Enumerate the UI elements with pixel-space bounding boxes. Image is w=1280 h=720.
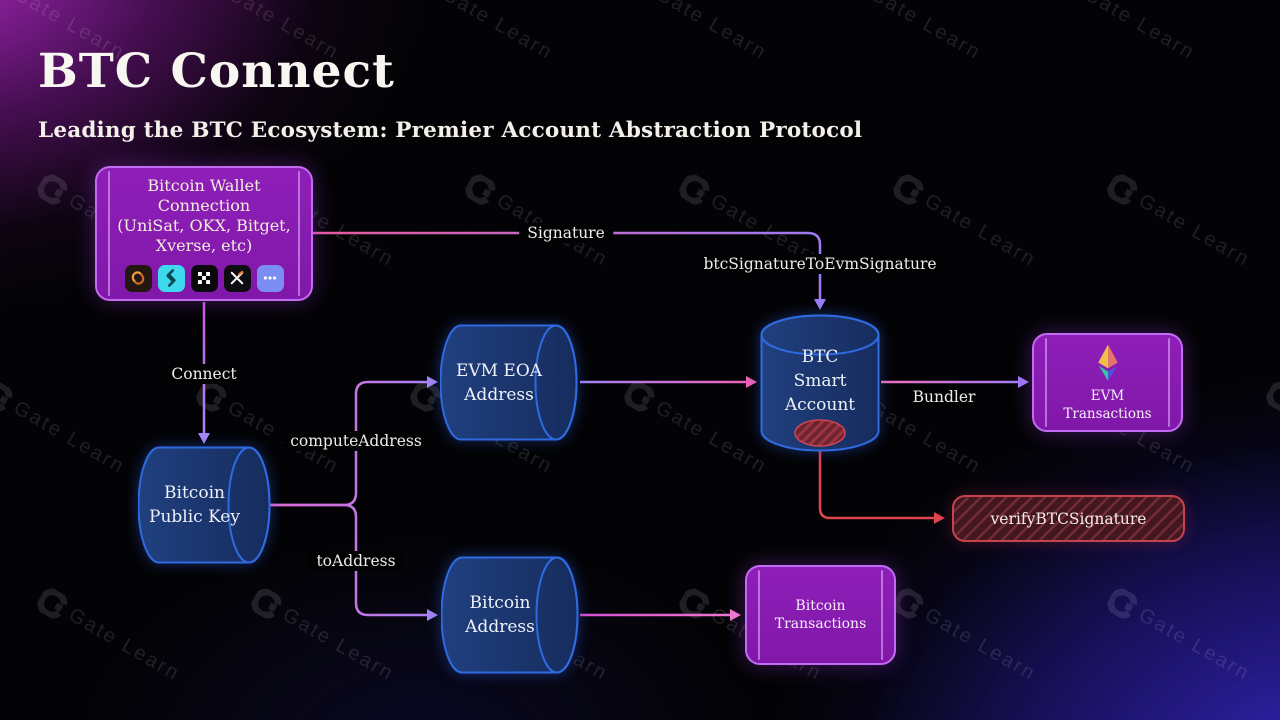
edge-verify-signature [818,446,945,524]
edge-label-bundler: Bundler [904,387,984,407]
edge-label-compute-address: computeAddress [282,431,430,451]
node-btc-smart-account: BTC Smart Account [760,314,880,452]
subroutine-line [881,570,883,660]
edge-label-btc-sig-to-evm-sig: btcSignatureToEvmSignature [695,254,945,274]
ethereum-icon [1097,344,1118,381]
signature-port-ellipse [794,419,846,447]
node-verify-btc-signature: verifyBTCSignature [952,495,1185,542]
edge-eoa-to-smart-account [580,376,757,388]
wallet-connection-label: Bitcoin Wallet Connection (UniSat, OKX, … [117,175,291,255]
edge-label-to-address: toAddress [308,551,404,571]
subroutine-line [298,171,300,296]
bitget-wallet-icon [157,264,185,292]
more-wallets-icon [256,264,284,292]
node-bitcoin-wallet-connection: Bitcoin Wallet Connection (UniSat, OKX, … [95,166,313,301]
subroutine-line [758,570,760,660]
node-bitcoin-address: Bitcoin Address [441,556,579,674]
edge-label-signature: Signature [519,223,613,243]
page-title: BTC Connect [38,44,395,99]
subroutine-line [1045,338,1047,427]
okx-wallet-icon [190,264,218,292]
node-bitcoin-public-key: Bitcoin Public Key [138,446,271,564]
edge-signature [313,231,826,310]
subroutine-line [1168,338,1170,427]
unisat-wallet-icon [124,264,152,292]
edge-bitcoin-transactions [580,609,741,621]
xverse-wallet-icon [223,264,251,292]
node-evm-eoa-address: EVM EOA Address [440,324,578,441]
wallet-icon-row [124,264,284,292]
page-subtitle: Leading the BTC Ecosystem: Premier Accou… [38,118,863,143]
edge-bundler [881,376,1029,388]
edge-label-connect: Connect [163,364,245,384]
subroutine-line [108,171,110,296]
node-evm-transactions: EVM Transactions [1032,333,1183,432]
node-bitcoin-transactions: Bitcoin Transactions [745,565,896,665]
